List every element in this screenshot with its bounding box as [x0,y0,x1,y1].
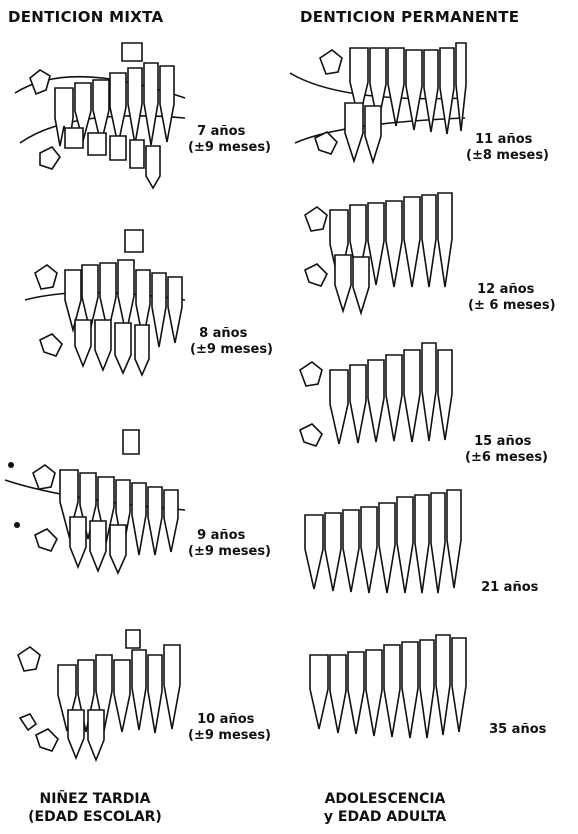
adolescence-line1: ADOLESCENCIA [325,791,446,807]
range-9: (±9 meses) [188,544,271,559]
late-childhood-caption: NIÑEZ TARDIA (EDAD ESCOLAR) [10,790,180,826]
teeth-drawing-21-years [295,485,470,625]
range-7: (±9 meses) [188,140,271,155]
adolescence-line2: y EDAD ADULTA [324,809,446,825]
stage-label-12: 12 años(± 6 meses) [468,266,556,314]
stage-label-35: 35 años [480,706,546,738]
permanent-dentition-header: DENTICION PERMANENTE [300,8,519,26]
age-15: 15 años [474,434,531,449]
stage-label-8: 8 años(±9 meses) [190,310,273,358]
age-12: 12 años [477,282,534,297]
teeth-drawing-15-years [295,335,470,480]
stage-label-21: 21 años [472,564,538,596]
teeth-drawing-9-years [5,425,190,580]
range-11: (±8 meses) [466,148,549,163]
age-8: 8 años [199,326,247,341]
adolescence-adult-caption: ADOLESCENCIA y EDAD ADULTA [300,790,470,826]
age-11: 11 años [475,132,532,147]
teeth-drawing-11-years [290,28,470,168]
age-35: 35 años [489,722,546,737]
range-10: (±9 meses) [188,728,271,743]
age-7: 7 años [197,124,245,139]
stage-label-15: 15 años(±6 meses) [465,418,548,466]
age-9: 9 años [197,528,245,543]
teeth-drawing-7-years [10,38,190,193]
teeth-drawing-10-years [8,630,188,765]
stage-label-11: 11 años(±8 meses) [466,116,549,164]
late-childhood-line1: NIÑEZ TARDIA [40,791,151,807]
range-15: (±6 meses) [465,450,548,465]
range-8: (±9 meses) [190,342,273,357]
stage-label-10: 10 años(±9 meses) [188,696,271,744]
stage-label-7: 7 años(±9 meses) [188,108,271,156]
teeth-drawing-12-years [295,185,470,325]
range-12: (± 6 meses) [468,298,556,313]
age-10: 10 años [197,712,254,727]
stage-label-9: 9 años(±9 meses) [188,512,271,560]
mixed-dentition-header: DENTICION MIXTA [8,8,163,26]
late-childhood-line2: (EDAD ESCOLAR) [28,809,162,825]
teeth-drawing-35-years [300,630,475,770]
teeth-drawing-8-years [20,225,190,385]
age-21: 21 años [481,580,538,595]
